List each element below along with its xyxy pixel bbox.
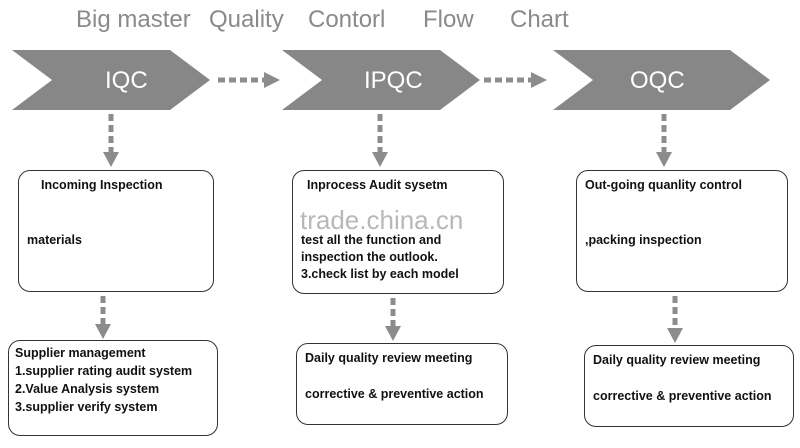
stage-label-ipqc: IPQC [364,67,423,94]
arrow-iqc-to-ipqc [218,72,280,88]
box-line: Daily quality review meeting [305,351,473,365]
chevron-iqc [12,50,210,110]
title-flow: Flow [423,6,474,33]
arrow-oqc-box-down [667,296,683,343]
arrow-oqc-down [656,114,672,167]
stage-label-oqc: OQC [630,67,685,94]
box-line: 3.check list by each model [301,267,459,281]
box-title: Incoming Inspection [41,178,163,192]
box-title: Inprocess Audit sysetm [307,178,448,192]
box-line: Daily quality review meeting [593,353,761,367]
chevron-oqc [553,50,770,110]
chevron-ipqc [282,50,480,110]
arrow-ipqc-to-oqc [484,72,547,88]
box-line: 3.supplier verify system [15,400,158,414]
box-line: 2.Value Analysis system [15,382,160,396]
box-incoming-inspection: Incoming Inspection materials [18,170,214,292]
box-line: test all the function and [301,233,442,247]
box-inprocess-audit: Inprocess Audit sysetm test all the func… [292,170,504,294]
box-line: corrective & preventive action [305,387,484,401]
title-chart: Chart [510,6,569,33]
box-line: 1.supplier rating audit system [15,364,193,378]
box-daily-review-right: Daily quality review meeting corrective … [584,345,794,427]
arrow-ipqc-down [372,114,388,167]
box-daily-review-mid: Daily quality review meeting corrective … [296,343,508,425]
stage-label-iqc: IQC [105,67,148,94]
title-quality: Quality [209,6,284,33]
title-big-master: Big master [76,6,191,33]
box-title: Out-going quanlity control [585,178,742,192]
arrow-iqc-box-down [95,296,111,339]
box-line: corrective & preventive action [593,389,772,403]
box-outgoing-quality: Out-going quanlity control ,packing insp… [576,170,788,292]
box-supplier-management: Supplier management 1.supplier rating au… [8,340,218,436]
box-line: materials [27,233,82,247]
box-line: inspection the outlook. [301,250,438,264]
arrow-iqc-down [103,114,119,167]
box-title: Supplier management [15,346,146,360]
title-contorl: Contorl [308,6,386,33]
watermark: trade.china.cn [300,205,464,235]
arrow-ipqc-box-down [385,298,401,341]
box-line: ,packing inspection [585,233,702,247]
